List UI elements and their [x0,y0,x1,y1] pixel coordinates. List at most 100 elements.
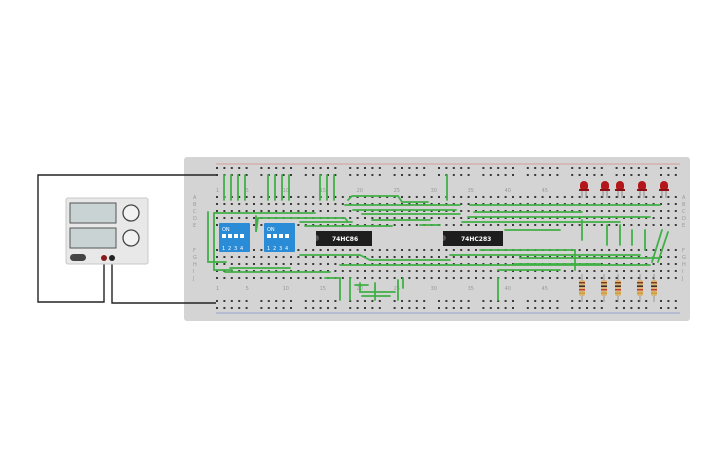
hole[interactable] [660,249,662,251]
hole[interactable] [475,203,477,205]
hole[interactable] [674,196,677,198]
hole[interactable] [556,277,559,279]
hole[interactable] [541,210,544,212]
hole[interactable] [460,263,463,265]
hole[interactable] [541,167,544,169]
hole[interactable] [430,210,433,212]
hole[interactable] [563,196,566,198]
hole[interactable] [593,307,596,309]
hole[interactable] [260,300,263,302]
hole[interactable] [430,196,433,198]
hole[interactable] [275,263,278,265]
hole[interactable] [600,249,603,251]
hole[interactable] [371,277,374,279]
hole[interactable] [593,249,596,251]
hole[interactable] [660,277,662,279]
hole[interactable] [230,217,233,219]
hole[interactable] [571,196,574,198]
hole[interactable] [393,203,396,205]
hole[interactable] [341,277,344,279]
hole[interactable] [600,224,603,226]
hole[interactable] [645,224,648,226]
hole[interactable] [652,196,655,198]
hole[interactable] [593,224,596,226]
hole[interactable] [393,217,396,219]
hole[interactable] [438,249,440,251]
hole[interactable] [608,217,611,219]
hole[interactable] [600,300,603,302]
hole[interactable] [282,167,285,169]
hole[interactable] [637,300,640,302]
hole[interactable] [334,249,337,251]
hole[interactable] [667,307,670,309]
hole[interactable] [230,300,233,302]
hole[interactable] [497,256,500,258]
hole[interactable] [312,300,315,302]
hole[interactable] [652,217,655,219]
hole[interactable] [534,203,537,205]
hole[interactable] [304,300,307,302]
hole[interactable] [534,210,537,212]
hole[interactable] [497,174,500,176]
hole[interactable] [482,174,485,176]
hole[interactable] [349,249,352,251]
hole[interactable] [304,167,307,169]
hole[interactable] [356,249,359,251]
hole[interactable] [615,277,618,279]
hole[interactable] [415,217,418,219]
hole[interactable] [223,210,226,212]
hole[interactable] [549,167,551,169]
hole[interactable] [630,196,633,198]
hole[interactable] [549,300,551,302]
hole[interactable] [578,210,581,212]
jumper-wire[interactable] [651,229,663,263]
hole[interactable] [623,249,625,251]
hole[interactable] [482,270,485,272]
hole[interactable] [556,196,559,198]
hole[interactable] [438,263,440,265]
hole[interactable] [438,256,440,258]
hole[interactable] [630,167,633,169]
hole[interactable] [615,203,618,205]
hole[interactable] [430,217,433,219]
hole[interactable] [652,263,655,265]
hole[interactable] [623,263,625,265]
hole[interactable] [674,263,677,265]
hole[interactable] [512,270,514,272]
hole[interactable] [290,203,292,205]
hole[interactable] [586,196,588,198]
hole[interactable] [526,217,529,219]
hole[interactable] [674,307,677,309]
hole[interactable] [571,174,574,176]
hole[interactable] [393,300,396,302]
hole[interactable] [623,277,625,279]
led[interactable] [615,181,625,198]
power-supply[interactable] [65,197,149,265]
hole[interactable] [674,167,677,169]
hole[interactable] [334,263,337,265]
hole[interactable] [667,196,670,198]
jumper-wire[interactable] [657,231,669,263]
hole[interactable] [460,277,463,279]
hole[interactable] [482,263,485,265]
hole[interactable] [438,210,440,212]
hole[interactable] [623,217,625,219]
hole[interactable] [216,167,218,169]
hole[interactable] [275,167,278,169]
hole[interactable] [578,249,581,251]
hole[interactable] [512,300,514,302]
hole[interactable] [637,307,640,309]
hole[interactable] [297,256,300,258]
hole[interactable] [489,224,492,226]
hole[interactable] [438,270,440,272]
hole[interactable] [378,196,381,198]
hole[interactable] [267,277,270,279]
hole[interactable] [571,307,574,309]
hole[interactable] [519,203,522,205]
hole[interactable] [282,277,285,279]
hole[interactable] [674,203,677,205]
hole[interactable] [615,174,618,176]
hole[interactable] [600,167,603,169]
hole[interactable] [482,307,485,309]
hole[interactable] [238,277,241,279]
